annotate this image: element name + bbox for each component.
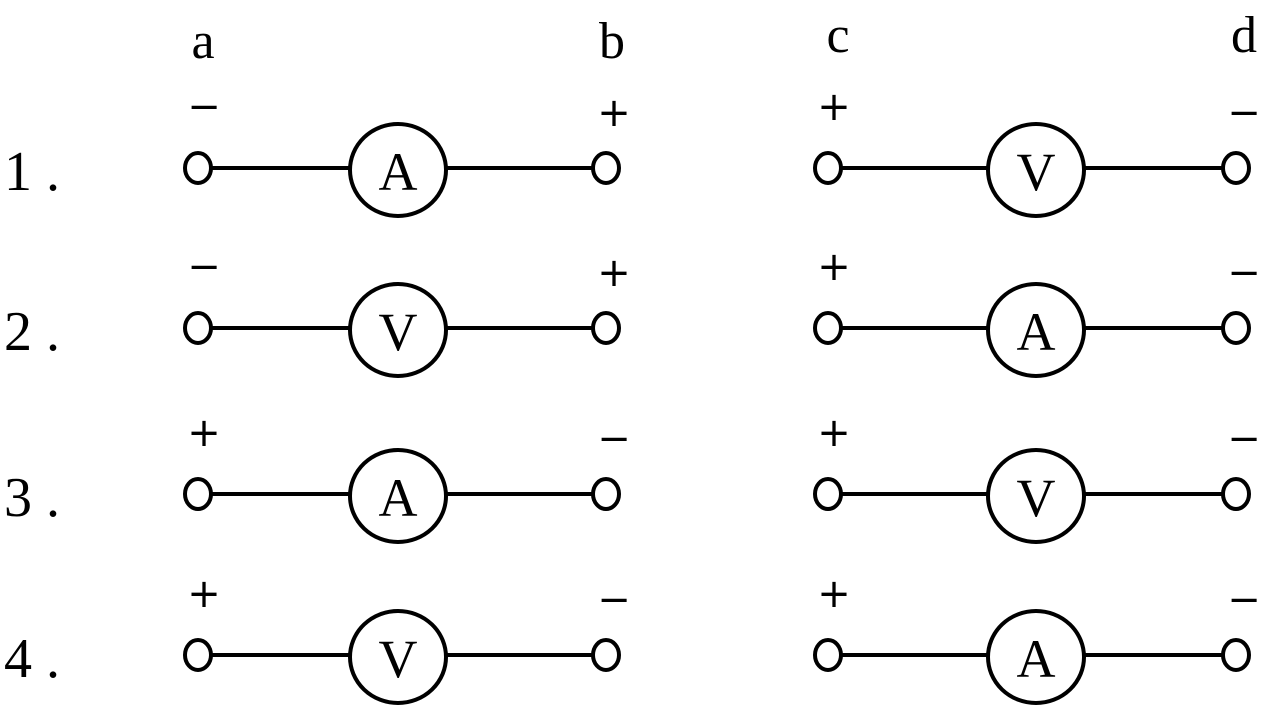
terminal-start: [183, 477, 213, 511]
meter-branch-right: V + −: [813, 410, 1261, 544]
polarity-sign-end: −: [1227, 416, 1261, 462]
meter-symbol: V: [1017, 142, 1056, 202]
meter-branch-right: A + −: [813, 244, 1261, 378]
polarity-sign-end: −: [1227, 250, 1261, 296]
row-number: 1.: [4, 141, 74, 203]
polarity-sign-start: −: [187, 84, 221, 130]
circuit-row: 1. A − + V + −: [4, 84, 1261, 218]
terminal-end: [591, 638, 621, 672]
polarity-sign-end: +: [597, 250, 631, 296]
meter-branch-left: V + −: [183, 571, 631, 705]
polarity-sign-start: −: [187, 244, 221, 290]
polarity-sign-start: +: [817, 84, 851, 130]
polarity-sign-start: +: [817, 244, 851, 290]
voltmeter-icon: [348, 609, 448, 705]
meter-branch-right: A + −: [813, 571, 1261, 705]
polarity-sign-end: −: [1227, 577, 1261, 623]
meter-symbol: V: [379, 629, 418, 689]
meter-symbol: A: [1017, 629, 1056, 689]
meter-branch-left: A + −: [183, 410, 631, 544]
circuit-row: 4. V + − A + −: [4, 571, 1261, 705]
terminal-end: [1221, 477, 1251, 511]
circuit-row: 3. A + − V + −: [4, 410, 1261, 544]
meter-branch-right: V + −: [813, 84, 1261, 218]
polarity-sign-end: −: [597, 416, 631, 462]
polarity-sign-start: +: [817, 410, 851, 456]
terminal-end: [1221, 311, 1251, 345]
voltmeter-icon: [986, 122, 1086, 218]
terminal-start: [813, 477, 843, 511]
terminal-start: [813, 311, 843, 345]
terminal-label-a: a: [191, 13, 214, 70]
polarity-sign-start: +: [187, 571, 221, 617]
polarity-sign-end: +: [597, 90, 631, 136]
polarity-sign-end: −: [597, 577, 631, 623]
row-number: 2.: [4, 301, 74, 363]
ammeter-icon: [986, 282, 1086, 378]
meter-symbol: V: [1017, 468, 1056, 528]
voltmeter-icon: [348, 282, 448, 378]
terminal-label-c: c: [826, 7, 849, 64]
polarity-sign-start: +: [817, 571, 851, 617]
circuit-row: 2. V − + A + −: [4, 244, 1261, 378]
terminal-end: [1221, 638, 1251, 672]
row-number: 4.: [4, 628, 74, 690]
terminal-end: [591, 311, 621, 345]
polarity-sign-end: −: [1227, 90, 1261, 136]
terminal-end: [1221, 151, 1251, 185]
terminal-start: [813, 151, 843, 185]
terminal-start: [183, 151, 213, 185]
ammeter-icon: [348, 448, 448, 544]
terminal-start: [183, 638, 213, 672]
terminal-start: [813, 638, 843, 672]
meter-symbol: A: [379, 142, 418, 202]
ammeter-icon: [986, 609, 1086, 705]
terminal-start: [183, 311, 213, 345]
row-number: 3.: [4, 467, 74, 529]
terminal-end: [591, 151, 621, 185]
polarity-sign-start: +: [187, 410, 221, 456]
ammeter-icon: [348, 122, 448, 218]
voltmeter-icon: [986, 448, 1086, 544]
terminal-label-d: d: [1231, 7, 1257, 64]
meter-symbol: A: [1017, 302, 1056, 362]
meter-symbol: A: [379, 468, 418, 528]
meter-branch-left: V − +: [183, 244, 631, 378]
meter-symbol: V: [379, 302, 418, 362]
meter-branch-left: A − +: [183, 84, 631, 218]
terminal-end: [591, 477, 621, 511]
terminal-label-b: b: [599, 13, 625, 70]
